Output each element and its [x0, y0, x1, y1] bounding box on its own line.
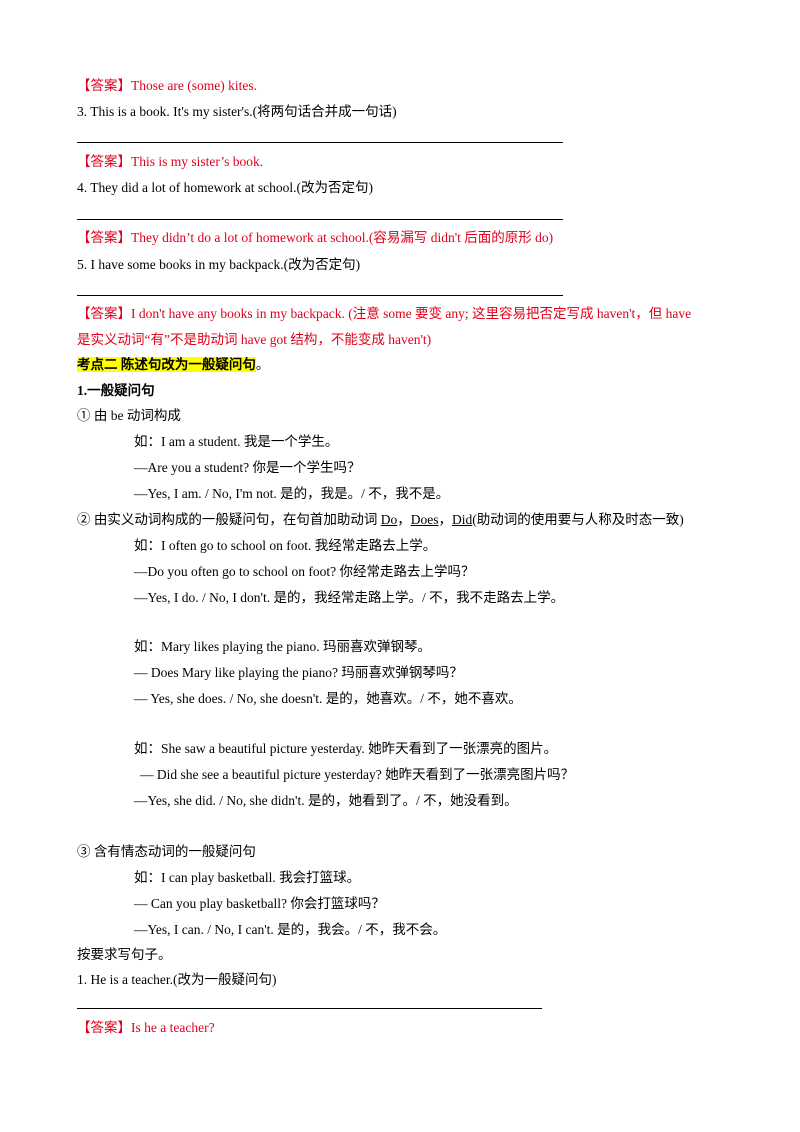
point-2-text: ② 由实义动词构成的一般疑问句，在句首加助动词: [77, 512, 381, 527]
question-3: 3. This is a book. It's my sister's.(将两句…: [77, 104, 397, 119]
question-1: 1. He is a teacher.(改为一般疑问句): [77, 972, 277, 987]
example-line: 如：I am a student. 我是一个学生。: [134, 434, 339, 449]
example-line: 如：I can play basketball. 我会打篮球。: [134, 870, 361, 885]
example-line: —Yes, she did. / No, she didn't. 是的，她看到了…: [134, 793, 518, 808]
point-1: ① 由 be 动词构成: [77, 408, 181, 423]
answer-line: 【答案】They didn’t do a lot of homework at …: [77, 230, 554, 245]
example-line: 如：She saw a beautiful picture yesterday.…: [134, 741, 558, 756]
answer-line: 【答案】I don't have any books in my backpac…: [77, 306, 692, 321]
example-line: — Yes, she does. / No, she doesn't. 是的，她…: [134, 691, 522, 706]
example-line: —Are you a student? 你是一个学生吗？: [134, 460, 361, 475]
separator: ，: [397, 512, 411, 527]
answer-line-continued: 是实义动词“有”不是助动词 have got 结构，不能变成 haven't): [77, 332, 432, 347]
answer-line: 【答案】This is my sister’s book.: [77, 154, 264, 169]
example-line: —Yes, I can. / No, I can't. 是的，我会。/ 不，我不…: [134, 922, 447, 937]
example-line: —Do you often go to school on foot? 你经常走…: [134, 564, 475, 579]
example-line: —Yes, I do. / No, I don't. 是的，我经常走路上学。/ …: [134, 590, 565, 605]
instruction: 按要求写句子。: [77, 947, 172, 962]
aux-did: Did: [452, 512, 473, 527]
subsection-heading: 1.一般疑问句: [77, 383, 155, 398]
section-heading: 考点二 陈述句改为一般疑问句。: [77, 356, 269, 374]
aux-does: Does: [410, 512, 439, 527]
example-line: 如：I often go to school on foot. 我经常走路去上学…: [134, 538, 437, 553]
example-line: 如：Mary likes playing the piano. 玛丽喜欢弹钢琴。: [134, 639, 431, 654]
section-title-end: 。: [255, 357, 270, 372]
example-line: — Can you play basketball? 你会打篮球吗？: [134, 896, 385, 911]
question-5: 5. I have some books in my backpack.(改为否…: [77, 257, 361, 272]
example-line: — Does Mary like playing the piano? 玛丽喜欢…: [134, 665, 463, 680]
example-line: —Yes, I am. / No, I'm not. 是的，我是。/ 不，我不是…: [134, 486, 450, 501]
point-3: ③ 含有情态动词的一般疑问句: [77, 844, 256, 859]
question-4: 4. They did a lot of homework at school.…: [77, 180, 373, 195]
point-2-note: (助动词的使用要与人称及时态一致): [472, 512, 684, 527]
point-2: ② 由实义动词构成的一般疑问句，在句首加助动词 Do，Does，Did(助动词的…: [77, 511, 684, 529]
answer-blank-line: [77, 295, 563, 296]
aux-do: Do: [380, 512, 398, 527]
section-title: 考点二 陈述句改为一般疑问句: [77, 357, 256, 372]
separator: ，: [438, 512, 453, 527]
answer-blank-line: [77, 219, 563, 220]
example-line: — Did she see a beautiful picture yester…: [140, 767, 575, 782]
answer-blank-line: [77, 1008, 542, 1009]
answer-blank-line: [77, 142, 563, 143]
answer-line: 【答案】Is he a teacher?: [77, 1020, 215, 1035]
answer-line: 【答案】Those are (some) kites.: [77, 78, 257, 93]
